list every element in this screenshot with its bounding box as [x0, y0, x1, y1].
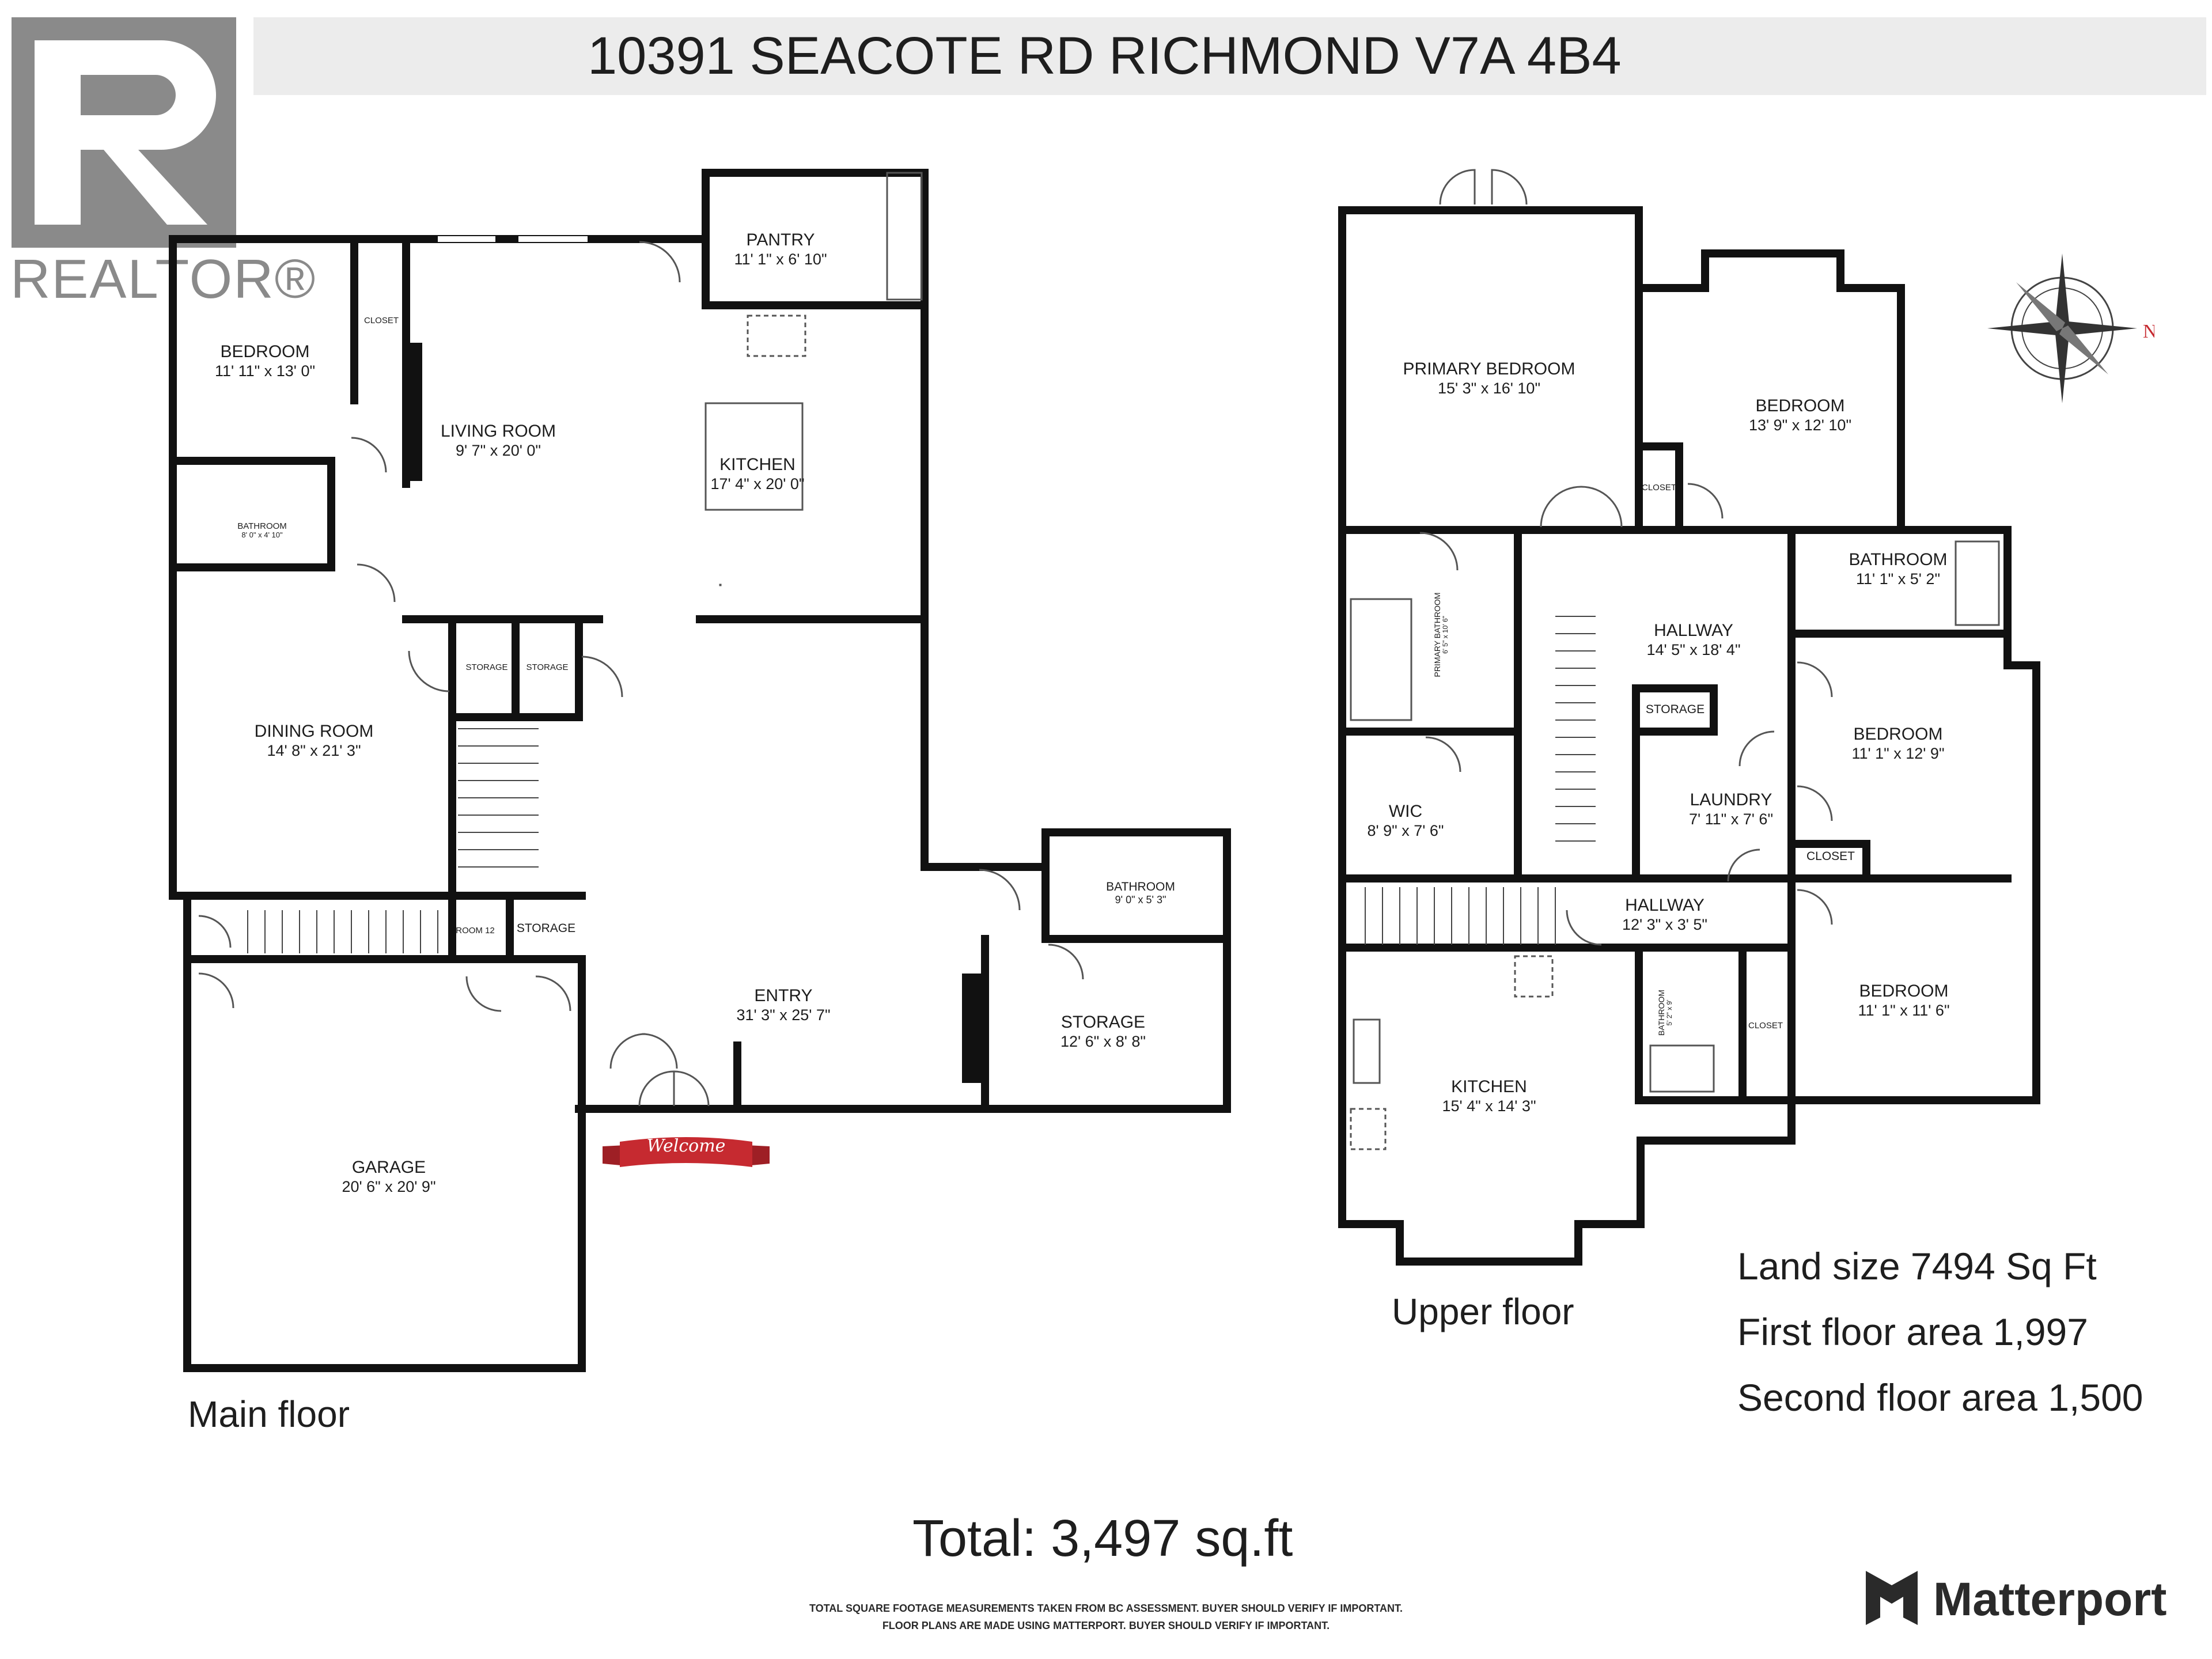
compass-n-label: N	[2143, 321, 2154, 342]
disclaimer-line-2: FLOOR PLANS ARE MADE USING MATTERPORT. B…	[882, 1620, 1330, 1631]
storage-1-label: STORAGE	[465, 662, 508, 672]
upper-closet-3-label: CLOSET	[1748, 1021, 1783, 1031]
matterport-logo-icon	[1866, 1571, 1918, 1625]
storage-2-label: STORAGE	[526, 662, 569, 672]
welcome-mat-icon	[603, 1137, 770, 1167]
property-address-title: 10391 SEACOTE RD RICHMOND V7A 4B4	[588, 26, 1622, 85]
main-floor-label: Main floor	[188, 1393, 350, 1435]
realtor-logo-text: REALTOR®	[10, 248, 317, 310]
main-closet-label: CLOSET	[363, 316, 399, 325]
first-floor-area-text: First floor area 1,997	[1737, 1310, 2088, 1353]
realtor-r-icon	[12, 17, 236, 248]
welcome-mat-text: Welcome	[646, 1136, 726, 1156]
upper-closet-1-label: CLOSET	[1641, 483, 1676, 493]
upper-storage-label: STORAGE	[1645, 703, 1705, 716]
land-size-text: Land size 7494 Sq Ft	[1737, 1245, 2097, 1287]
title-banner	[253, 17, 2206, 95]
room-12-label: ROOM 12	[456, 926, 495, 935]
matterport-brand-text: Matterport	[1933, 1573, 2167, 1626]
upper-floor-label: Upper floor	[1392, 1291, 1574, 1332]
total-area-text: Total: 3,497 sq.ft	[912, 1510, 1293, 1567]
disclaimer-line-1: TOTAL SQUARE FOOTAGE MEASUREMENTS TAKEN …	[809, 1603, 1403, 1614]
upper-closet-2-label: CLOSET	[1806, 850, 1855, 863]
storage-3-label: STORAGE	[516, 922, 576, 935]
compass-rose-icon: N	[1987, 253, 2154, 403]
second-floor-area-text: Second floor area 1,500	[1737, 1376, 2143, 1419]
